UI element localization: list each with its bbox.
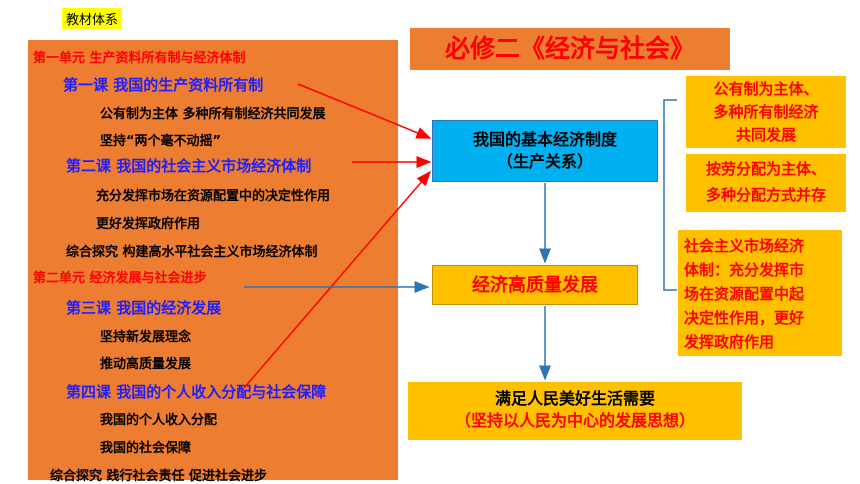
outline-lesson-heading: 第四课 我国的个人收入分配与社会保障	[66, 383, 327, 401]
arrow-lesson1-to-basic	[297, 83, 432, 139]
textbook-system-tag: 教材体系	[62, 8, 123, 29]
distribution-box: 按劳分配为主体、 多种分配方式并存	[686, 154, 846, 212]
arrow-lesson4-to-basic	[243, 170, 431, 389]
ownership-line: 公有制为主体、	[713, 80, 819, 98]
market-line: 社会主义市场经济	[684, 237, 805, 255]
high-quality-development-box: 经济高质量发展	[432, 265, 638, 305]
outline-topic: 综合探究 践行社会责任 促进社会进步	[50, 469, 268, 484]
outline-topic: 我国的社会保障	[100, 441, 192, 456]
distribution-line: 按劳分配为主体、	[705, 160, 826, 178]
ownership-line: 多种所有制经济	[713, 103, 819, 121]
market-line: 体制：充分发挥市	[684, 261, 805, 279]
people-centered-subtitle: （坚持以人民为中心的发展思想）	[454, 411, 695, 430]
outline-topic: 我国的个人收入分配	[100, 413, 218, 428]
outline-lesson-heading: 第三课 我国的经济发展	[66, 299, 222, 317]
outline-lesson-heading: 第一课 我国的生产资料所有制	[63, 76, 264, 94]
outline-topic: 坚持新发展理念	[100, 330, 192, 345]
distribution-line: 多种分配方式并存	[705, 186, 826, 204]
outline-unit-heading: 第一单元 生产资料所有制与经济体制	[33, 51, 246, 66]
market-line: 决定性作用，更好	[684, 309, 805, 327]
ownership-box: 公有制为主体、 多种所有制经济 共同发展	[686, 76, 846, 148]
basic-economic-system-box: 我国的基本经济制度 （生产关系）	[432, 120, 658, 182]
outline-unit-heading: 第二单元 经济发展与社会进步	[33, 271, 207, 286]
outline-topic: 综合探究 构建高水平社会主义市场经济体制	[66, 245, 318, 260]
market-line: 场在资源配置中起	[684, 285, 805, 303]
people-needs-title: 满足人民美好生活需要	[494, 389, 655, 408]
outline-topic: 公有制为主体 多种所有制经济共同发展	[100, 107, 326, 122]
page-title: 必修二《经济与社会》	[410, 28, 730, 70]
basic-system-title: 我国的基本经济制度	[472, 130, 617, 149]
outline-topic: 推动高质量发展	[100, 357, 192, 372]
outline-topic: 坚持“两个毫不动摇”	[100, 134, 222, 149]
outline-lesson-heading: 第二课 我国的社会主义市场经济体制	[66, 157, 312, 175]
textbook-outline-panel	[28, 40, 398, 480]
outline-topic: 更好发挥政府作用	[96, 217, 201, 232]
right-bracket	[663, 99, 677, 291]
outline-topic: 充分发挥市场在资源配置中的决定性作用	[96, 189, 331, 204]
ownership-line: 共同发展	[735, 126, 796, 144]
basic-system-subtitle: （生产关系）	[496, 152, 593, 171]
market-economy-box: 社会主义市场经济 体制：充分发挥市 场在资源配置中起 决定性作用，更好 发挥政府…	[678, 230, 842, 356]
people-needs-box: 满足人民美好生活需要 （坚持以人民为中心的发展思想）	[408, 382, 742, 440]
market-line: 发挥政府作用	[684, 333, 775, 351]
